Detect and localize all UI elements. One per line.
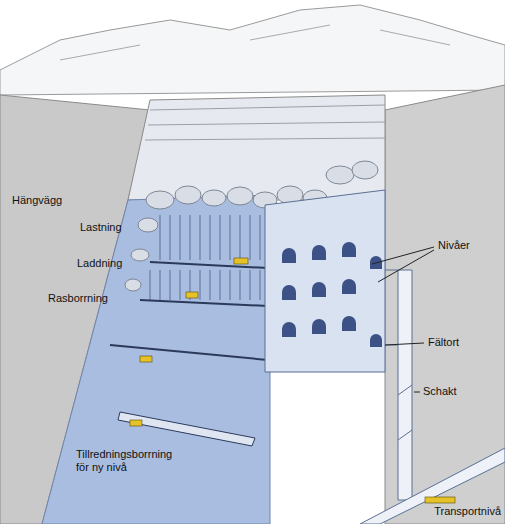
drifts xyxy=(110,262,268,360)
drill-fans xyxy=(150,215,260,300)
part-label: Rasborrning xyxy=(48,292,108,305)
transport-tunnel xyxy=(360,448,505,524)
part-label: Nivåer xyxy=(438,239,470,252)
shaft xyxy=(398,270,412,500)
drift-openings xyxy=(282,242,382,347)
part-label: Schakt xyxy=(423,385,457,398)
part-label: Tillredningsborrning för ny nivå xyxy=(76,448,188,473)
new-level-drift xyxy=(118,412,255,446)
leader-lines xyxy=(372,247,434,392)
shaft-links xyxy=(385,270,412,440)
part-label: Lastning xyxy=(80,221,122,234)
ore-body xyxy=(42,195,270,524)
part-label: Transportnivå xyxy=(434,505,501,518)
open-pit xyxy=(128,95,385,200)
mountain xyxy=(0,5,505,95)
part-label: Hängvägg xyxy=(12,194,62,207)
ridge-lines xyxy=(60,25,450,60)
machines xyxy=(130,258,455,503)
terraces xyxy=(145,105,385,140)
part-label: Laddning xyxy=(77,257,122,270)
part-label: Fältort xyxy=(428,336,459,349)
level-block xyxy=(265,190,385,372)
